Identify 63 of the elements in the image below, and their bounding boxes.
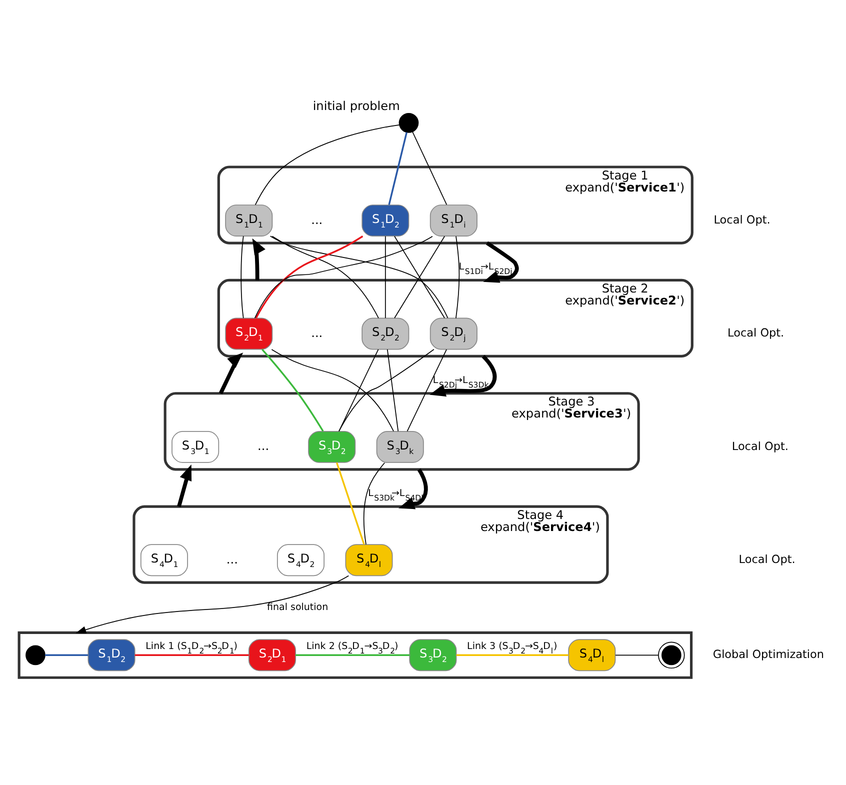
- connector: [255, 236, 364, 318]
- cluster: [18, 631, 693, 679]
- label: ...: [226, 552, 238, 566]
- label: Local Opt.: [714, 213, 770, 226]
- connector: [134, 654, 249, 656]
- edge-label: final solution: [267, 602, 328, 614]
- connector: [386, 348, 399, 432]
- arrow: [430, 354, 497, 397]
- connector: [456, 236, 460, 319]
- node-box: S$_{4}$D$_{l}$: [345, 544, 393, 576]
- node-label: initial problem: [312, 99, 400, 114]
- connector: [272, 236, 379, 318]
- connector: [254, 236, 433, 318]
- edge-label: Link 3 (S$_{3}$D$_{2}$→S$_{4}$D$_{l}$): [467, 640, 558, 656]
- edge-label: Link 1 (S$_{1}$D$_{2}$→S$_{2}$D$_{1}$): [146, 640, 238, 656]
- node-box: S$_{2}$D$_{1}$: [248, 639, 296, 672]
- node-box: S$_{3}$D$_{2}$: [409, 639, 457, 672]
- edge-label: Link 2 (S$_{2}$D$_{1}$→S$_{3}$D$_{2}$): [306, 640, 398, 656]
- node-box: S$_{2}$D$_{2}$: [362, 318, 410, 350]
- connector: [338, 348, 434, 432]
- connector: [271, 349, 394, 432]
- arrow: [76, 575, 350, 634]
- node-box: S$_{2}$D$_{1}$: [225, 318, 273, 350]
- connector: [240, 236, 244, 318]
- node-box: S$_{1}$D$_{2}$: [362, 204, 410, 237]
- label: ...: [258, 439, 270, 454]
- label: Local Opt.: [732, 440, 788, 453]
- label: ...: [311, 326, 323, 340]
- node-box: S$_{4}$D$_{2}$: [276, 544, 324, 576]
- connector: [296, 654, 410, 656]
- label: ...: [311, 212, 323, 227]
- node-box: S$_{4}$D$_{1}$: [140, 544, 188, 576]
- node-box: S$_{3}$D$_{2}$: [308, 430, 356, 463]
- connector: [412, 132, 448, 206]
- connector: [388, 132, 408, 206]
- connector: [254, 124, 400, 206]
- node-circle: [398, 112, 419, 133]
- node-circle: [658, 642, 685, 669]
- connector: [406, 348, 447, 432]
- connector: [262, 348, 324, 432]
- arrow: [218, 352, 244, 394]
- connector: [363, 462, 386, 545]
- node-box: S$_{4}$D$_{l}$: [568, 639, 616, 672]
- connector: [44, 654, 88, 656]
- arrow: [252, 238, 266, 280]
- node-box: S$_{3}$D$_{1}$: [172, 430, 220, 463]
- node-box: S$_{3}$D$_{k}$: [376, 430, 424, 463]
- connector: [384, 236, 386, 318]
- node-box: S$_{2}$D$_{j}$: [430, 318, 478, 350]
- arrow: [483, 241, 519, 283]
- connector: [615, 654, 659, 656]
- connector: [270, 236, 448, 318]
- node-circle: [26, 645, 46, 666]
- node-box: S$_{1}$D$_{i}$: [430, 204, 478, 237]
- node-box: S$_{1}$D$_{1}$: [225, 204, 273, 237]
- arrow: [398, 468, 428, 510]
- label: Global Optimization: [712, 648, 824, 662]
- connector: [456, 654, 568, 656]
- label: Local Opt.: [728, 326, 784, 340]
- label: Local Opt.: [738, 553, 796, 566]
- arrow: [177, 464, 192, 508]
- connector: [338, 348, 379, 432]
- node-box: S$_{1}$D$_{2}$: [88, 639, 136, 672]
